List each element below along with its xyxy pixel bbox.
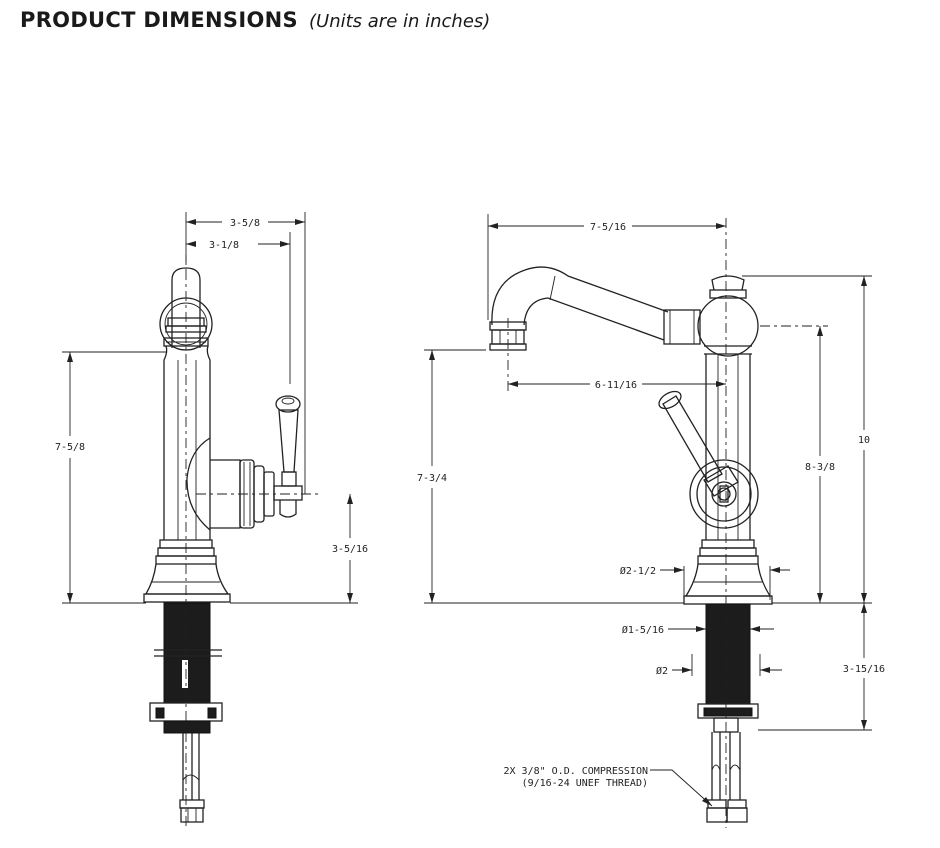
dim-overall-height: 10	[858, 435, 870, 446]
dim-spout-outlet-offset: 6-11/16	[595, 380, 637, 391]
side-view-dimensions	[62, 212, 358, 604]
dim-hub-height: 8-3/8	[805, 462, 835, 473]
connection-note-line1: 2X 3/8" O.D. COMPRESSION	[504, 766, 649, 777]
faucet-front-view	[489, 266, 773, 823]
page-header: PRODUCT DIMENSIONS (Units are in inches)	[20, 8, 490, 32]
dim-base-diameter: Ø2-1/2	[620, 565, 656, 577]
dim-shank-diameter: Ø1-5/16	[622, 624, 664, 636]
page-title: PRODUCT DIMENSIONS	[20, 8, 298, 32]
connection-note-line2: (9/16-24 UNEF THREAD)	[522, 778, 648, 789]
faucet-side-view	[143, 267, 303, 823]
dim-top-width-outer: 3-5/8	[230, 218, 260, 229]
dim-side-handle-height: 3-5/16	[332, 544, 368, 555]
front-view-dimensions	[424, 214, 872, 807]
dim-side-body-height: 7-5/8	[55, 442, 85, 453]
dim-shank-length: 3-15/16	[843, 664, 885, 675]
dim-top-width-inner: 3-1/8	[209, 240, 239, 251]
dim-hole-diameter: Ø2	[656, 665, 668, 677]
units-note: (Units are in inches)	[309, 11, 491, 32]
dim-spout-reach: 7-5/16	[590, 222, 626, 233]
dim-spout-height: 7-3/4	[417, 473, 447, 484]
